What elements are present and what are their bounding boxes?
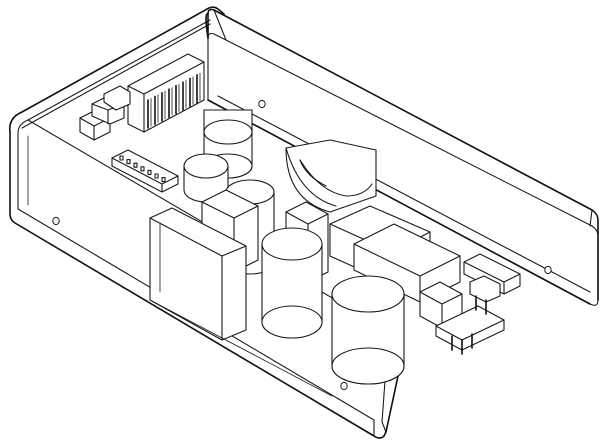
mounting-hole-left xyxy=(52,216,60,226)
header-pin xyxy=(126,159,131,165)
capacitor-mid-left xyxy=(183,153,229,203)
board-edge xyxy=(149,299,333,397)
capacitor-large-front xyxy=(331,275,405,385)
raised-block xyxy=(149,207,247,341)
connector-small-left xyxy=(79,85,131,141)
header-pin xyxy=(154,173,159,179)
header-pin xyxy=(147,169,152,175)
header-pin xyxy=(133,162,138,168)
header-pin xyxy=(161,177,166,183)
header-pin xyxy=(140,166,145,172)
transformer-core xyxy=(285,139,377,213)
pin-header xyxy=(111,149,179,193)
cover-plate xyxy=(205,8,599,306)
header-pin xyxy=(119,155,124,161)
cover-hole-left xyxy=(258,99,266,109)
box-component-right xyxy=(329,205,461,303)
terminal-block xyxy=(127,53,205,133)
mounting-hole-front xyxy=(340,381,348,391)
capacitor-center xyxy=(261,227,323,339)
cover-hole-right xyxy=(544,265,552,275)
connector-right-end xyxy=(451,253,521,355)
